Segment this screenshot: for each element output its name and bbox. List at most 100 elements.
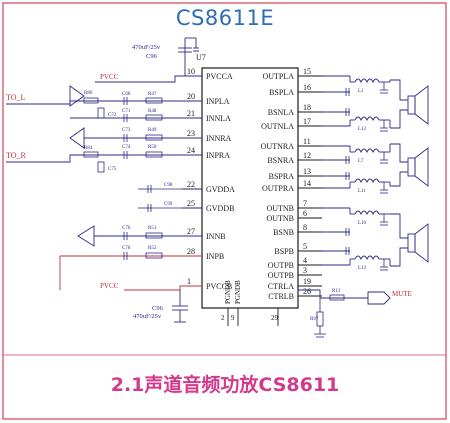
c74-label: C74 (122, 145, 131, 150)
pin-number: 12 (303, 151, 311, 160)
pvcc-top-wire (95, 75, 202, 83)
inpla-input-parts (123, 97, 163, 122)
mute-pulldown (314, 298, 326, 338)
r84-resistor (83, 151, 99, 158)
inductor-label: L11 (358, 189, 366, 194)
pin-name: OUTNRA (261, 142, 295, 151)
r52-label: R52 (148, 246, 157, 251)
c75-label: C75 (108, 167, 117, 172)
pin-name: BSPLA (269, 88, 294, 97)
subwoofer-input-arrow (77, 225, 95, 247)
pin-name: OUTNB (266, 204, 294, 213)
pin-name: OUTPLA (262, 72, 294, 81)
c99-label: C99 (164, 202, 173, 207)
pin-number: 5 (303, 242, 307, 251)
r97-label: R97 (310, 317, 319, 322)
pin-number: 24 (187, 146, 195, 155)
speaker-right (390, 143, 429, 187)
bottom-pin: 9 PGNDB (231, 280, 242, 326)
inductor-label: L7 (358, 159, 364, 164)
pin-number: 10 (187, 67, 195, 76)
inductor-label: L10 (358, 221, 367, 226)
top-cap-label: 470uF/25v (132, 44, 161, 51)
to-r-label: TO_R (6, 151, 27, 160)
pin-name: BSPB (274, 247, 294, 256)
c76-label: C76 (122, 226, 131, 231)
mute-label: MUTE (392, 290, 412, 298)
pin-number: 22 (187, 180, 195, 189)
pin-name: INNRA (206, 134, 232, 143)
pin-number: 4 (303, 256, 307, 265)
pin-name: BSNB (273, 228, 294, 237)
ic-ref: U7 (196, 53, 206, 62)
pin-name: CTRLA (268, 282, 294, 291)
speaker-left (390, 79, 429, 129)
pin-name: CTRLB (268, 292, 294, 301)
pin-number: 17 (303, 117, 311, 126)
r47-label: R47 (148, 92, 157, 97)
pin-name: PGNDB (234, 280, 242, 304)
pin-number: 14 (303, 179, 311, 188)
pin-number: 25 (187, 199, 195, 208)
pvcc-bottom-wire (124, 285, 202, 291)
c98-label: C98 (164, 183, 173, 188)
pin-number: 9 (231, 314, 235, 322)
pin-name: PVCCA (206, 72, 233, 81)
bottom-pin: 29 (271, 308, 279, 326)
c71-label: C71 (122, 109, 131, 114)
pin-name: INPRA (206, 151, 230, 160)
pin-number: 8 (303, 223, 307, 232)
pin-number: 28 (187, 247, 195, 256)
pin-name: OUTNLA (261, 122, 294, 131)
pin-name: OUTNB (266, 214, 294, 223)
pin-number: 26 (303, 287, 311, 296)
pvcc-bottom-label: PVCC (100, 282, 119, 290)
c68-label: C68 (122, 92, 131, 97)
r49-label: R49 (148, 128, 157, 133)
pin-number: 21 (187, 109, 195, 118)
top-cap-ref: C96 (146, 53, 158, 60)
inductor-label: L13 (358, 266, 367, 271)
pin-name: INPLA (206, 97, 230, 106)
pin-name: INPB (206, 252, 224, 261)
pin-number: 18 (303, 103, 311, 112)
c75-cap (97, 161, 105, 173)
schematic-title: CS8611E (175, 6, 275, 30)
pin-name: OUTPB (268, 261, 294, 270)
inra-input-parts (123, 134, 163, 159)
pin-name: INNLA (206, 114, 231, 123)
pin-number: 3 (303, 266, 307, 275)
gvdd-caps (138, 185, 202, 212)
bottom-cap-ref: C96 (152, 305, 164, 312)
pin-number: 13 (303, 167, 311, 176)
pin-number: 27 (187, 227, 195, 236)
pin-name: BSPRA (269, 172, 295, 181)
pin-number: 23 (187, 129, 195, 138)
speaker-sub (390, 213, 429, 267)
